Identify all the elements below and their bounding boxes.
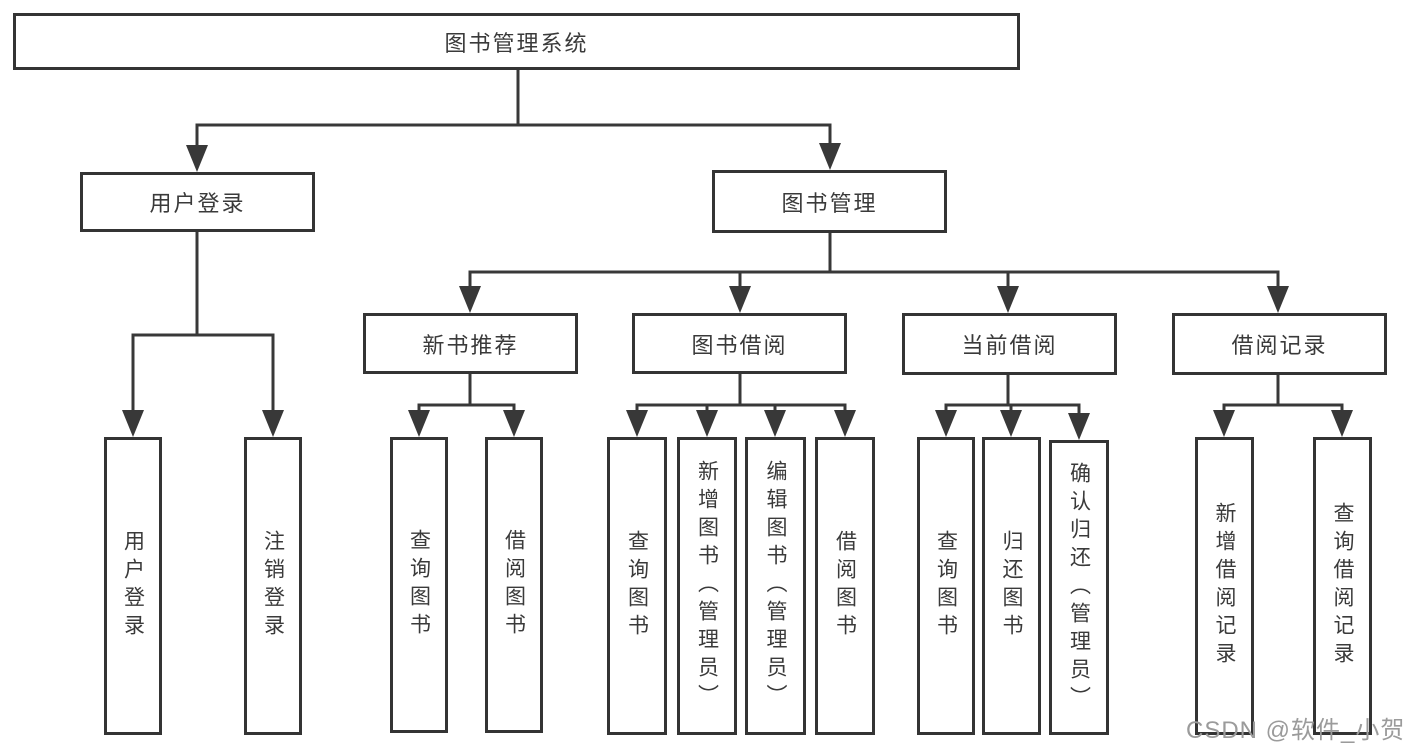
arrowhead-icon — [1213, 410, 1235, 437]
node-root-label: 图书管理系统 — [444, 30, 589, 56]
leaf-query-borrow-record-label: 查询借阅记录 — [1331, 502, 1354, 670]
node-new-book-recommend-label: 新书推荐 — [422, 332, 519, 358]
leaf-borrow-query-book-label: 查询图书 — [625, 530, 649, 642]
leaf-add-book-admin-label: 新增图书（管理员） — [695, 460, 719, 712]
arrowhead-icon — [262, 410, 284, 437]
arrowhead-icon — [626, 410, 648, 437]
arrowhead-icon — [997, 286, 1019, 313]
arrowhead-icon — [1331, 410, 1353, 437]
leaf-return-book: 归还图书 — [982, 437, 1041, 735]
arrowhead-icon — [186, 145, 208, 172]
leaf-user-login-label: 用户登录 — [121, 530, 145, 642]
leaf-recommend-borrow-book-label: 借阅图书 — [502, 529, 526, 641]
arrowhead-icon — [1267, 286, 1289, 313]
arrowhead-icon — [764, 410, 786, 437]
arrowhead-icon — [1000, 410, 1022, 437]
arrowhead-icon — [503, 410, 525, 437]
leaf-query-borrow-record: 查询借阅记录 — [1313, 437, 1372, 735]
leaf-borrow-query-book: 查询图书 — [607, 437, 667, 735]
connector-book-borrow-subtree — [635, 374, 847, 414]
node-current-borrow-label: 当前借阅 — [961, 333, 1058, 358]
leaf-current-query-book-label: 查询图书 — [934, 530, 958, 642]
leaf-borrow-book: 借阅图书 — [815, 437, 875, 735]
node-book-management: 图书管理 — [712, 170, 947, 233]
connector-new-book-subtree — [417, 374, 516, 414]
leaf-edit-book-admin: 编辑图书（管理员） — [745, 437, 806, 735]
leaf-user-login: 用户登录 — [104, 437, 162, 735]
leaf-confirm-return-admin: 确认归还（管理员） — [1049, 440, 1109, 735]
node-borrow-records-label: 借阅记录 — [1231, 333, 1328, 358]
arrowhead-icon — [408, 410, 430, 437]
connector-root-to-level2 — [195, 70, 832, 150]
connector-user-login-subtree — [131, 232, 275, 414]
leaf-confirm-return-admin-label: 确认归还（管理员） — [1067, 461, 1091, 714]
arrowhead-icon — [1068, 413, 1090, 440]
arrowhead-icon — [834, 410, 856, 437]
leaf-logout-label: 注销登录 — [261, 530, 285, 642]
leaf-logout: 注销登录 — [244, 437, 302, 735]
node-new-book-recommend: 新书推荐 — [363, 313, 578, 374]
node-book-borrow-label: 图书借阅 — [691, 332, 788, 358]
arrowhead-icon — [122, 410, 144, 437]
arrowhead-icon — [729, 286, 751, 313]
leaf-borrow-book-label: 借阅图书 — [833, 530, 857, 642]
arrowhead-icon — [819, 143, 841, 170]
node-current-borrow: 当前借阅 — [902, 313, 1117, 375]
node-root: 图书管理系统 — [13, 13, 1020, 70]
leaf-recommend-query-book-label: 查询图书 — [407, 529, 431, 641]
leaf-edit-book-admin-label: 编辑图书（管理员） — [764, 460, 787, 712]
leaf-add-book-admin: 新增图书（管理员） — [677, 437, 737, 735]
arrowhead-icon — [696, 410, 718, 437]
connector-book-mgmt-to-level3 — [468, 233, 1280, 292]
node-user-login-label: 用户登录 — [149, 191, 246, 216]
connector-current-borrow-subtree — [944, 375, 1081, 417]
leaf-add-borrow-record-label: 新增借阅记录 — [1213, 502, 1236, 670]
leaf-return-book-label: 归还图书 — [1000, 530, 1023, 642]
connector-borrow-record-subtree — [1222, 375, 1344, 414]
node-book-borrow: 图书借阅 — [632, 313, 847, 374]
csdn-watermark: CSDN @软件_小贺同学 — [1186, 717, 1405, 744]
node-borrow-records: 借阅记录 — [1172, 313, 1387, 375]
leaf-current-query-book: 查询图书 — [917, 437, 975, 735]
node-user-login: 用户登录 — [80, 172, 315, 232]
leaf-recommend-borrow-book: 借阅图书 — [485, 437, 543, 733]
arrowhead-icon — [935, 410, 957, 437]
node-book-management-label: 图书管理 — [781, 190, 878, 216]
leaf-recommend-query-book: 查询图书 — [390, 437, 448, 733]
leaf-add-borrow-record: 新增借阅记录 — [1195, 437, 1254, 735]
arrowhead-icon — [459, 286, 481, 313]
